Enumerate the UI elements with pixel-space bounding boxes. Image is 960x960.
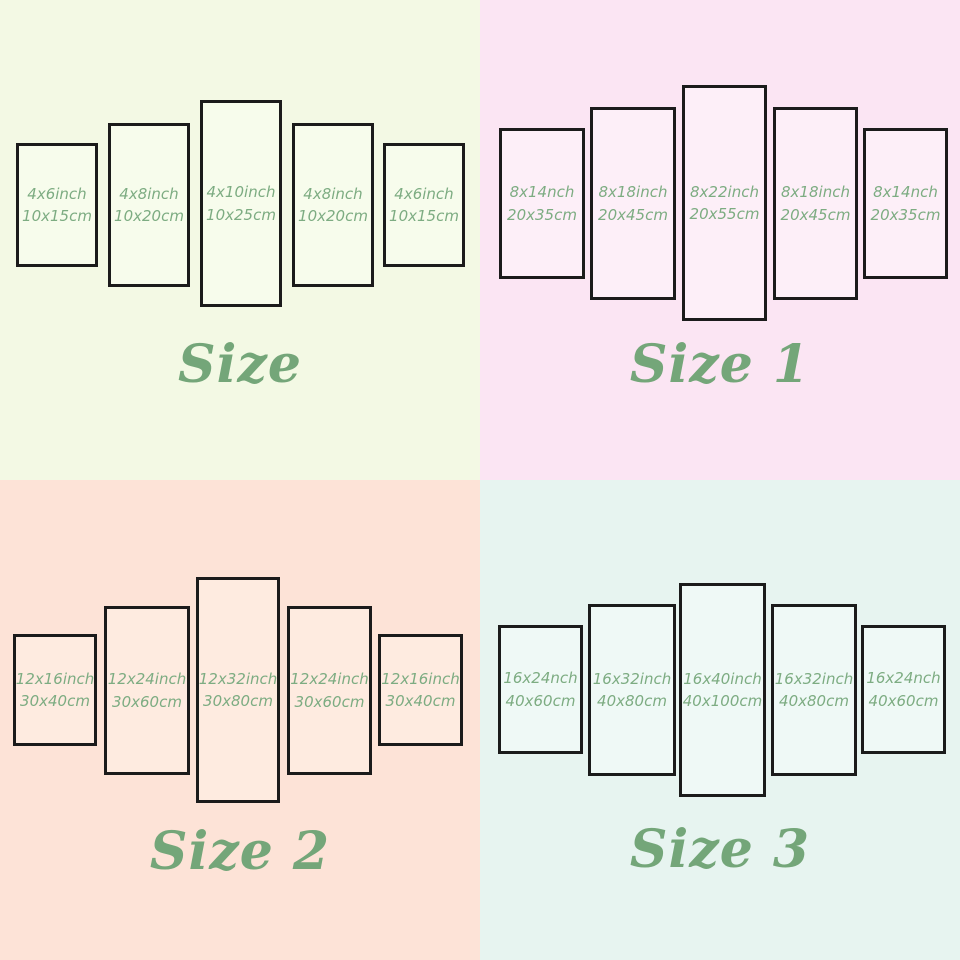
panel-size-cm: 30x40cm	[385, 692, 456, 710]
canvas-panel: 12x32inch 30x80cm	[196, 577, 280, 803]
canvas-panel: 12x24inch 30x60cm	[287, 606, 372, 775]
panel-size-inch: 4x6inch	[394, 184, 454, 203]
quadrant-size: 4x6inch 10x15cm 4x8inch 10x20cm 4x10inch…	[0, 0, 480, 480]
canvas-panel: 16x40inch 40x100cm	[679, 583, 766, 797]
panel-size-label: 12x24inch 30x60cm	[108, 668, 186, 713]
panel-size-label: 12x32inch 30x80cm	[199, 668, 277, 713]
panel-size-cm: 30x40cm	[20, 692, 90, 710]
canvas-panel: 4x8inch 10x20cm	[108, 123, 190, 287]
panel-size-cm: 20x45cm	[780, 205, 851, 224]
panel-size-label: 16x24nch 40x60cm	[503, 667, 577, 712]
panel-size-inch: 16x24nch	[503, 669, 578, 687]
panel-size-cm: 30x60cm	[112, 692, 182, 711]
panel-size-label: 16x40inch 40x100cm	[683, 668, 762, 713]
canvas-panel: 8x22inch 20x55cm	[682, 85, 767, 321]
panel-size-cm: 30x60cm	[294, 692, 365, 711]
panel-size-cm: 20x35cm	[870, 205, 941, 224]
canvas-panel: 4x6inch 10x15cm	[383, 143, 465, 267]
panel-size-cm: 40x60cm	[868, 691, 939, 710]
panel-size-label: 8x22inch 20x55cm	[690, 181, 760, 226]
canvas-panel: 8x14nch 20x35cm	[863, 128, 948, 279]
canvas-panel: 12x24inch 30x60cm	[104, 606, 190, 775]
panel-size-label: 4x8inch 10x20cm	[298, 183, 368, 228]
panel-size-cm: 40x100cm	[682, 692, 763, 710]
panel-size-cm: 40x80cm	[597, 692, 667, 710]
canvas-panel: 4x6inch 10x15cm	[16, 143, 98, 267]
panel-size-inch: 8x18inch	[781, 183, 850, 201]
panel-size-inch: 12x16inch	[381, 669, 460, 688]
canvas-panel: 8x14nch 20x35cm	[499, 128, 585, 279]
quadrant-size-1: 8x14nch 20x35cm 8x18inch 20x45cm 8x22inc…	[480, 0, 960, 480]
panel-size-inch: 8x22inch	[690, 182, 759, 201]
panel-size-label: 4x6inch 10x15cm	[22, 183, 92, 228]
panel-size-inch: 16x40inch	[683, 669, 762, 688]
panel-size-label: 8x14nch 20x35cm	[507, 181, 577, 226]
panel-size-cm: 20x35cm	[507, 205, 577, 224]
canvas-panel: 16x24nch 40x60cm	[498, 625, 583, 754]
panel-size-cm: 40x60cm	[505, 691, 576, 710]
canvas-panel: 4x8inch 10x20cm	[292, 123, 374, 287]
panel-size-cm: 10x20cm	[298, 207, 368, 225]
panel-size-inch: 16x24nch	[866, 669, 941, 687]
panel-size-inch: 8x18inch	[598, 183, 668, 201]
panel-size-label: 8x18inch 20x45cm	[598, 181, 668, 226]
panel-size-inch: 4x8inch	[119, 184, 179, 203]
panel-size-label: 8x14nch 20x35cm	[871, 181, 941, 226]
quadrant-title: Size	[178, 334, 302, 395]
panel-size-inch: 4x10inch	[206, 183, 276, 201]
canvas-panel: 8x18inch 20x45cm	[590, 107, 676, 300]
panel-size-label: 12x16inch 30x40cm	[16, 668, 94, 713]
panel-size-cm: 20x55cm	[689, 205, 760, 223]
panel-size-inch: 12x16inch	[15, 669, 95, 688]
panel-size-label: 16x32inch 40x80cm	[593, 668, 671, 713]
panel-size-label: 8x18inch 20x45cm	[781, 181, 851, 226]
canvas-panel: 12x16inch 30x40cm	[378, 634, 463, 746]
panel-size-cm: 10x20cm	[114, 207, 184, 225]
panel-size-label: 4x10inch 10x25cm	[206, 181, 276, 226]
canvas-panel: 8x18inch 20x45cm	[773, 107, 858, 300]
panel-size-inch: 12x32inch	[198, 669, 278, 688]
panel-size-inch: 12x24inch	[290, 670, 369, 688]
quadrant-size-2: 12x16inch 30x40cm 12x24inch 30x60cm 12x3…	[0, 480, 480, 960]
panel-size-label: 16x24nch 40x60cm	[866, 667, 940, 712]
canvas-panel: 16x24nch 40x60cm	[861, 625, 946, 754]
quadrant-size-3: 16x24nch 40x60cm 16x32inch 40x80cm 16x40…	[480, 480, 960, 960]
panel-size-label: 4x6inch 10x15cm	[389, 183, 459, 228]
quadrant-title: Size 3	[629, 819, 811, 880]
panel-size-label: 16x32inch 40x80cm	[775, 668, 853, 713]
canvas-panel: 4x10inch 10x25cm	[200, 100, 282, 307]
canvas-panel: 16x32inch 40x80cm	[771, 604, 857, 776]
panel-size-inch: 12x24inch	[107, 670, 187, 688]
panel-size-inch: 4x8inch	[303, 184, 363, 203]
quadrant-title: Size 1	[629, 334, 811, 395]
panel-size-inch: 8x14nch	[509, 183, 575, 201]
panel-size-cm: 10x25cm	[206, 205, 276, 224]
panel-size-label: 12x16inch 30x40cm	[381, 668, 459, 713]
panel-size-cm: 20x45cm	[598, 205, 668, 224]
panel-size-cm: 30x80cm	[203, 692, 273, 710]
panel-size-inch: 16x32inch	[592, 669, 672, 688]
panel-size-label: 12x24inch 30x60cm	[290, 668, 368, 713]
panel-size-cm: 10x15cm	[389, 207, 459, 225]
panel-size-cm: 40x80cm	[779, 692, 849, 710]
panel-size-inch: 8x14nch	[873, 183, 938, 201]
panel-size-inch: 4x6inch	[27, 184, 87, 203]
canvas-panel: 12x16inch 30x40cm	[13, 634, 97, 746]
panel-size-cm: 10x15cm	[22, 207, 92, 225]
canvas-panel: 16x32inch 40x80cm	[588, 604, 676, 776]
quadrant-title: Size 2	[149, 821, 331, 882]
panel-size-inch: 16x32inch	[774, 669, 854, 688]
panel-size-label: 4x8inch 10x20cm	[114, 183, 184, 228]
